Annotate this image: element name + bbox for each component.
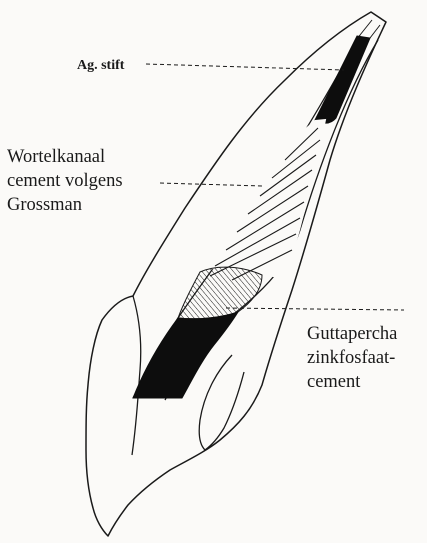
grossman-cement-hatch (200, 118, 336, 280)
label-guttapercha-line3: cement (307, 370, 360, 394)
label-wortelkanaal-line3: Grossman (7, 193, 82, 217)
zinc-phosphate-fill (133, 312, 238, 398)
label-guttapercha-line1: Guttapercha (307, 322, 397, 346)
label-ag-stift: Ag. stift (77, 58, 124, 74)
label-wortelkanaal-line2: cement volgens (7, 169, 123, 193)
leader-line-ag-stift (146, 64, 344, 70)
apex-line-2 (370, 25, 380, 38)
left-crown-cusp (132, 296, 141, 455)
right-crown-cusp (199, 355, 244, 450)
guttapercha-fill (178, 267, 262, 319)
label-wortelkanaal-line1: Wortelkanaal (7, 145, 105, 169)
label-guttapercha-line2: zinkfosfaat- (307, 346, 395, 370)
leader-line-guttapercha (226, 308, 404, 310)
apex-line-1 (360, 20, 372, 35)
leader-line-wortelkanaal (160, 183, 262, 186)
